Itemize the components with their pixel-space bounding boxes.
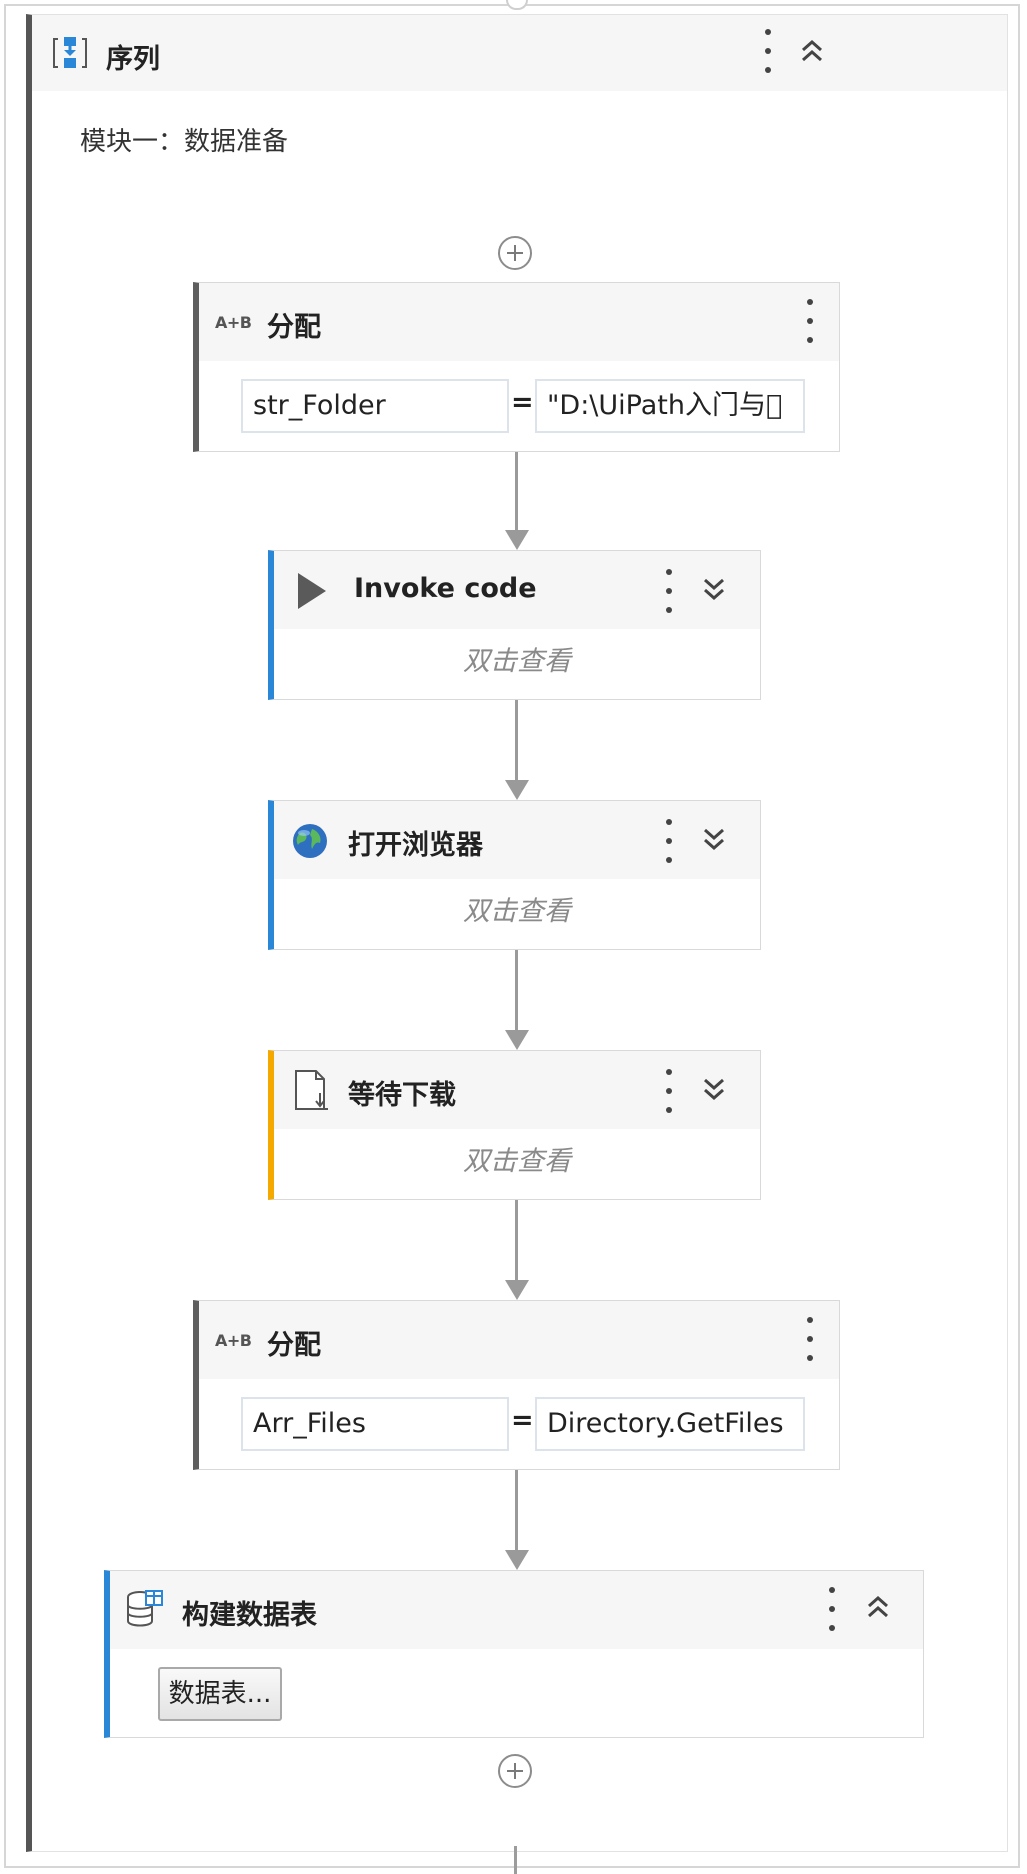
sequence-annotation[interactable]: 模块一：数据准备	[80, 127, 289, 157]
assign-equals-1: =	[511, 387, 534, 418]
build-data-table-activity[interactable]: 构建数据表 数据表...	[104, 1570, 924, 1738]
build-data-table-more-options-icon[interactable]	[825, 1587, 839, 1631]
expand-chevron-down-icon[interactable]	[698, 823, 730, 855]
assign-icon: A+B	[215, 313, 252, 332]
flow-arrow	[505, 452, 529, 550]
invoke-code-title: Invoke code	[354, 573, 537, 604]
assign-activity-2[interactable]: A+B 分配 Arr_Files = Directory.GetFiles	[193, 1300, 840, 1470]
collapse-chevron-up-icon[interactable]	[862, 1591, 894, 1623]
add-activity-plus-icon[interactable]	[498, 1754, 532, 1788]
assign-value-field-1[interactable]: "D:\UiPath入门与 	[535, 379, 805, 433]
expand-chevron-down-icon[interactable]	[698, 573, 730, 605]
wait-download-more-options-icon[interactable]	[662, 1069, 676, 1113]
wait-for-download-header[interactable]: 等待下载	[274, 1051, 760, 1129]
assign-equals-2: =	[511, 1405, 534, 1436]
assign-more-options-icon[interactable]	[803, 1317, 817, 1361]
flow-arrow	[505, 700, 529, 800]
sequence-more-options-icon[interactable]	[761, 29, 775, 73]
assign-title-1: 分配	[267, 312, 321, 343]
invoke-code-header[interactable]: Invoke code	[274, 551, 760, 629]
flow-arrow	[505, 1470, 529, 1570]
flow-arrow	[505, 1200, 529, 1300]
assign-to-field-1[interactable]: str_Folder	[241, 379, 509, 433]
sequence-header[interactable]: 序列	[32, 15, 1007, 91]
double-click-to-view-hint[interactable]: 双击查看	[463, 646, 571, 677]
assign-to-field-2[interactable]: Arr_Files	[241, 1397, 509, 1451]
open-browser-title: 打开浏览器	[348, 830, 483, 861]
assign-title-2: 分配	[267, 1330, 321, 1361]
globe-icon	[293, 824, 327, 858]
invoke-code-more-options-icon[interactable]	[662, 569, 676, 613]
expand-chevron-down-icon[interactable]	[698, 1073, 730, 1105]
assign-header-1[interactable]: A+B 分配	[199, 283, 839, 361]
bottom-connector	[514, 1846, 517, 1874]
collapse-chevron-up-icon[interactable]	[796, 35, 828, 67]
data-table-button[interactable]: 数据表...	[158, 1667, 282, 1721]
build-data-table-title: 构建数据表	[182, 1600, 317, 1631]
wait-download-icon	[295, 1070, 328, 1110]
sequence-title: 序列	[106, 44, 160, 75]
assign-icon: A+B	[215, 1331, 252, 1350]
open-browser-header[interactable]: 打开浏览器	[274, 801, 760, 879]
build-data-table-header[interactable]: 构建数据表	[110, 1571, 923, 1649]
open-browser-more-options-icon[interactable]	[662, 819, 676, 863]
wait-for-download-activity[interactable]: 等待下载 双击查看	[268, 1050, 761, 1200]
wait-for-download-title: 等待下载	[348, 1080, 456, 1111]
assign-activity-1[interactable]: A+B 分配 str_Folder = "D:\UiPath入门与 	[193, 282, 840, 452]
play-icon	[298, 573, 326, 609]
assign-header-2[interactable]: A+B 分配	[199, 1301, 839, 1379]
double-click-to-view-hint[interactable]: 双击查看	[463, 1146, 571, 1177]
assign-value-field-2[interactable]: Directory.GetFiles	[535, 1397, 805, 1451]
assign-more-options-icon[interactable]	[803, 299, 817, 343]
flow-arrow	[505, 950, 529, 1050]
open-browser-activity[interactable]: 打开浏览器 双击查看	[268, 800, 761, 950]
add-activity-plus-icon[interactable]	[498, 236, 532, 270]
invoke-code-activity[interactable]: Invoke code 双击查看	[268, 550, 761, 700]
double-click-to-view-hint[interactable]: 双击查看	[463, 896, 571, 927]
sequence-icon	[53, 37, 87, 68]
data-table-icon	[127, 1590, 163, 1627]
